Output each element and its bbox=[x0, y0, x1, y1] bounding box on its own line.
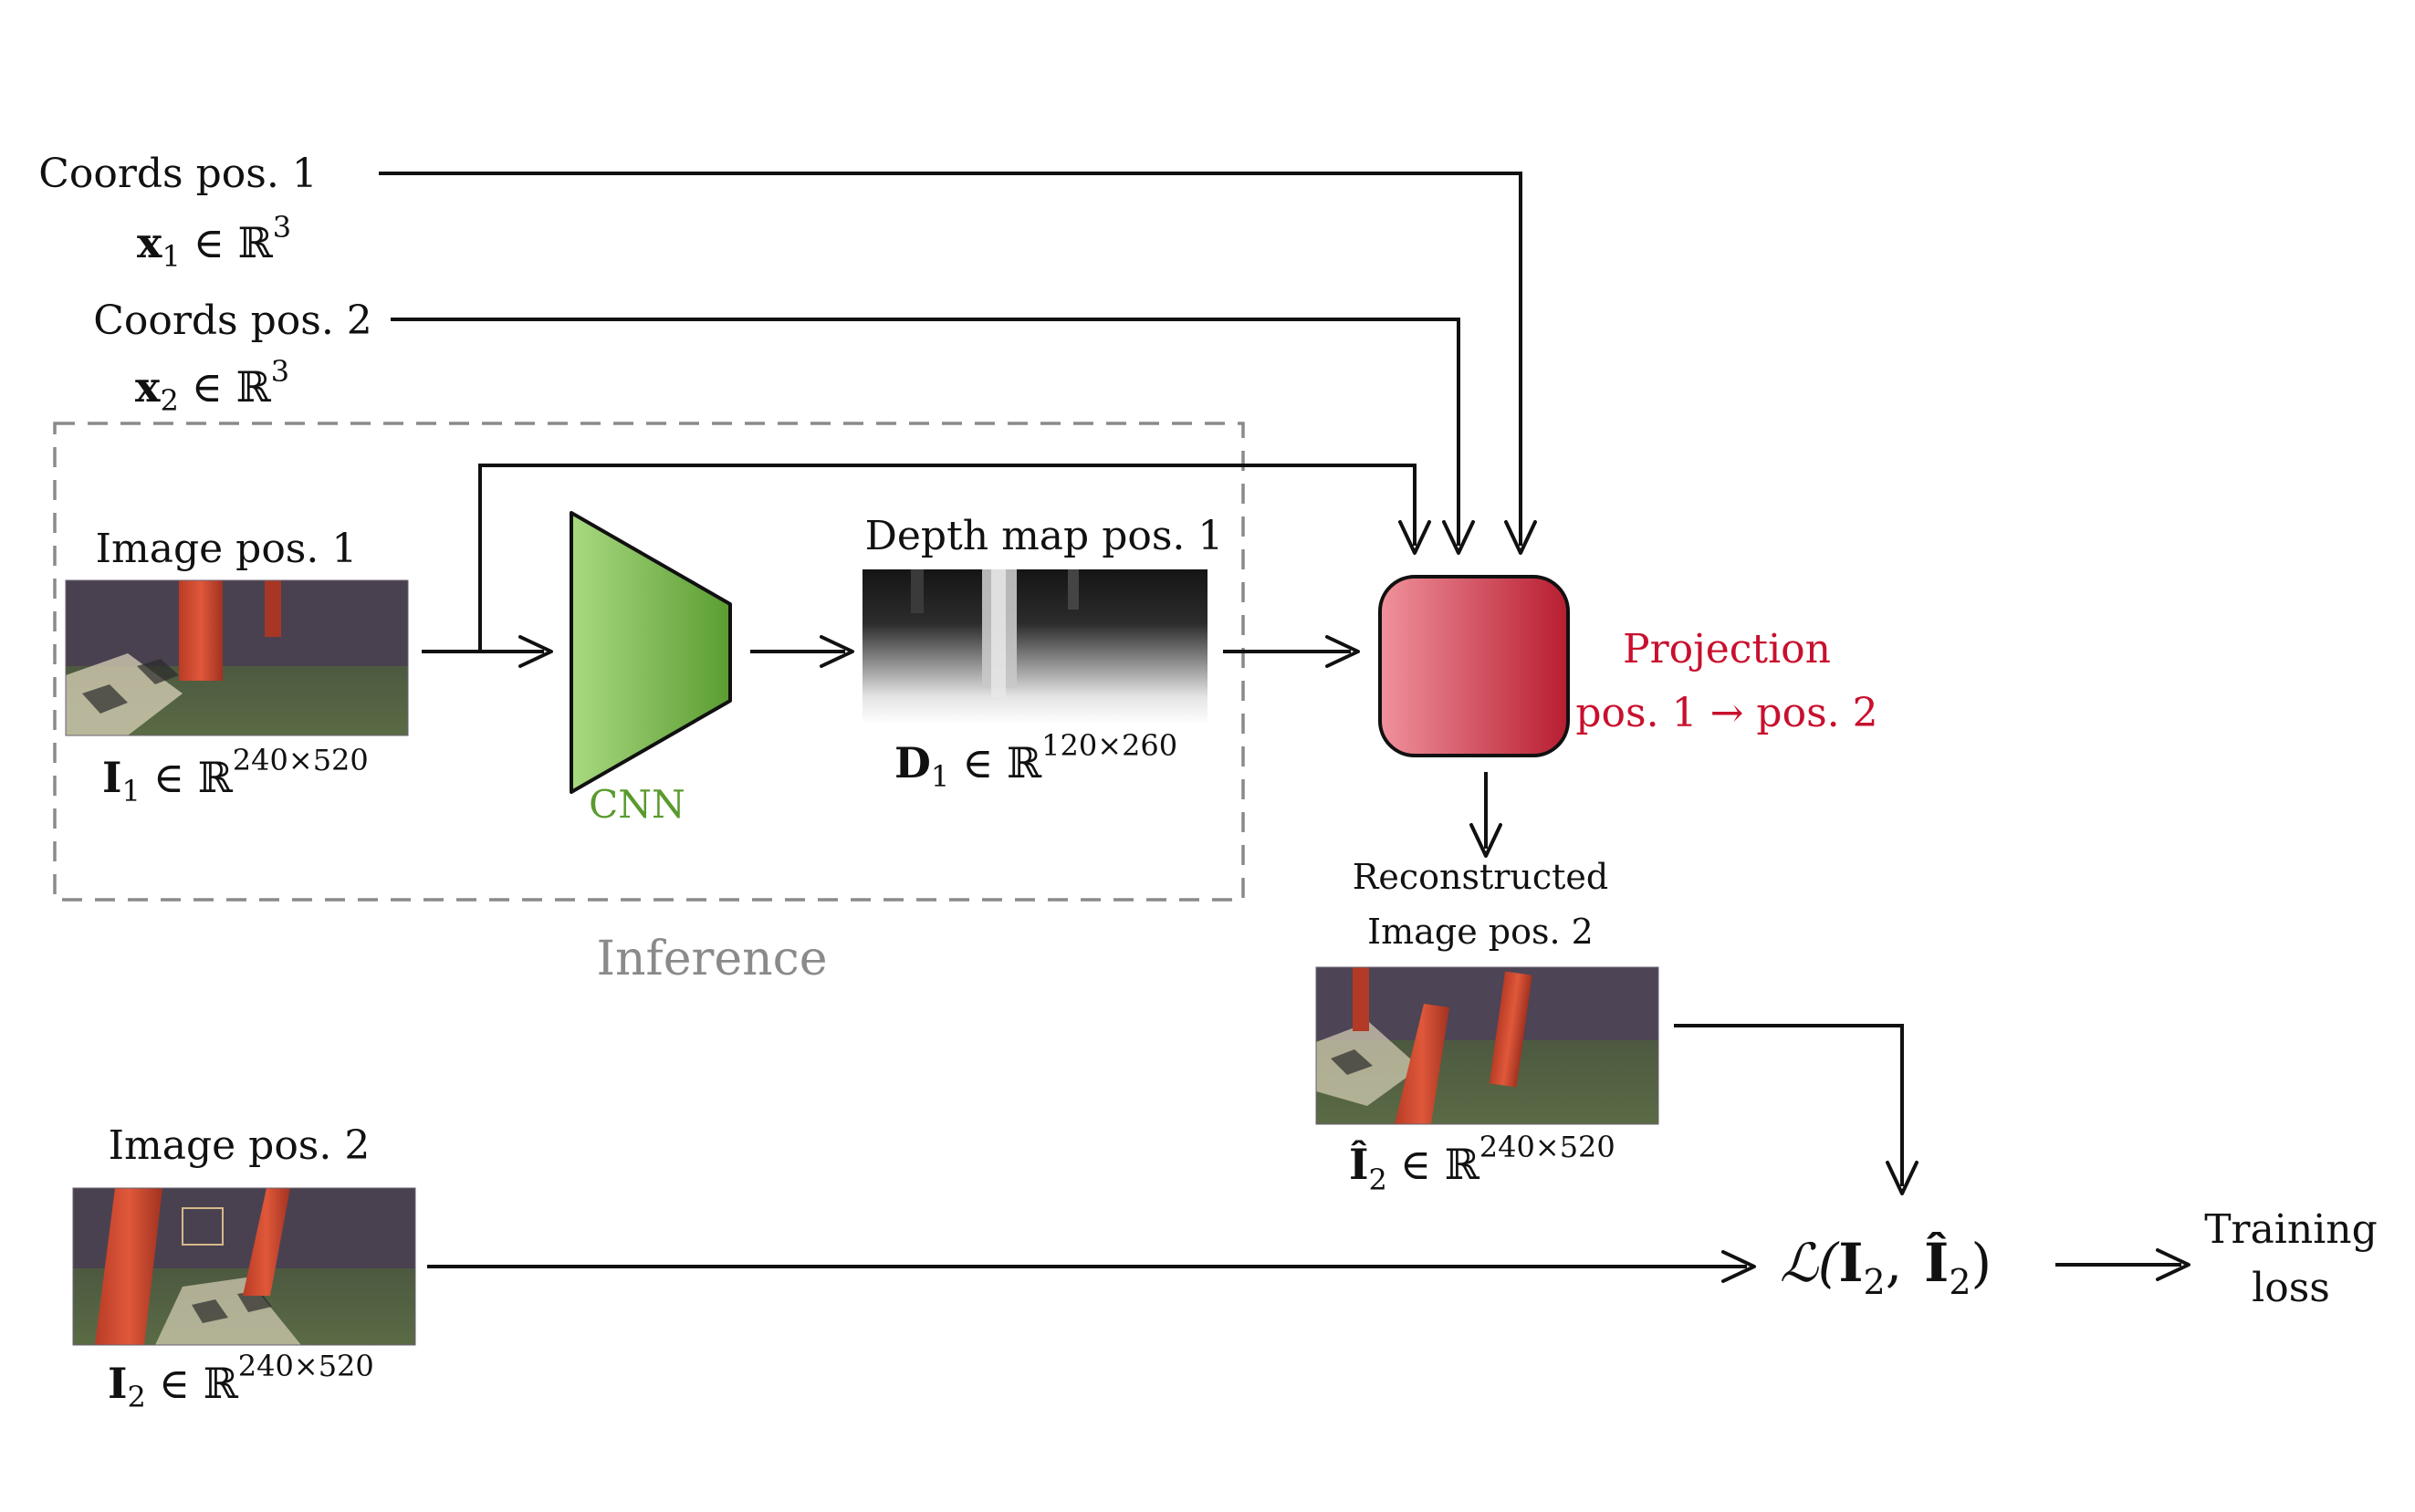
projection-label-line2: pos. 1 → pos. 2 bbox=[1575, 690, 1877, 736]
image2-to-loss-arrowhead bbox=[1721, 1250, 1756, 1283]
image-pos2-label: Image pos. 2 bbox=[109, 1122, 371, 1169]
coords2-arrowhead bbox=[1442, 520, 1475, 555]
coords2-wire bbox=[391, 318, 1460, 546]
image1-to-cnn-arrowhead bbox=[518, 635, 553, 668]
inference-box bbox=[53, 422, 1245, 902]
reconstructed-image-thumbnail bbox=[1315, 966, 1659, 1125]
coords-pos2-formula: x2∈ ℝ3 bbox=[135, 354, 289, 418]
image-pos1-thumbnail bbox=[65, 579, 409, 736]
depth-map-formula: D1∈ ℝ120×260 bbox=[894, 728, 1177, 794]
coords1-arrowhead bbox=[1504, 520, 1537, 555]
image-pos2-formula: I2∈ ℝ240×520 bbox=[108, 1349, 374, 1414]
reconstructed-label-line2: Image pos. 2 bbox=[1367, 912, 1594, 952]
coords1-wire bbox=[379, 172, 1522, 546]
depth-to-projection-arrowhead bbox=[1325, 635, 1360, 668]
image-pos1-label: Image pos. 1 bbox=[96, 526, 358, 572]
image-pos2-thumbnail bbox=[72, 1187, 416, 1346]
inference-label: Inference bbox=[596, 932, 827, 986]
loss-function: ℒ(I2,Î2) bbox=[1780, 1232, 1992, 1302]
coords-pos1-label: Coords pos. 1 bbox=[38, 151, 318, 197]
projection-block bbox=[1378, 575, 1570, 757]
cnn-block bbox=[570, 511, 732, 794]
reconstructed-to-loss-arrowhead bbox=[1886, 1161, 1918, 1195]
reconstructed-to-loss-wire bbox=[1674, 1024, 1904, 1186]
projection-to-reconstructed-arrowhead bbox=[1469, 823, 1502, 858]
image1-to-projection-arrowhead bbox=[1398, 520, 1431, 555]
depth-map-thumbnail bbox=[862, 569, 1208, 725]
cnn-to-depth-arrowhead bbox=[820, 635, 854, 668]
loss-to-output-arrowhead bbox=[2156, 1248, 2190, 1281]
reconstructed-label-line1: Reconstructed bbox=[1353, 857, 1609, 897]
coords-pos2-group: Coords pos. 2 x2∈ ℝ3 bbox=[93, 297, 372, 418]
image-pos1-formula: I1∈ ℝ240×520 bbox=[102, 743, 369, 808]
coords-pos1-formula: x1∈ ℝ3 bbox=[137, 210, 291, 274]
training-loss-line2: loss bbox=[2252, 1265, 2330, 1311]
coords-pos1-group: Coords pos. 1 x1∈ ℝ3 bbox=[38, 151, 318, 274]
depth-map-label: Depth map pos. 1 bbox=[865, 513, 1224, 559]
coords-pos2-label: Coords pos. 2 bbox=[93, 297, 372, 344]
projection-label-line1: Projection bbox=[1623, 626, 1831, 673]
image1-to-projection-wire bbox=[478, 464, 1417, 652]
cnn-label: CNN bbox=[589, 782, 685, 827]
reconstructed-image-formula: Î2∈ ℝ240×520 bbox=[1349, 1130, 1615, 1197]
training-loss-line1: Training bbox=[2204, 1206, 2378, 1253]
